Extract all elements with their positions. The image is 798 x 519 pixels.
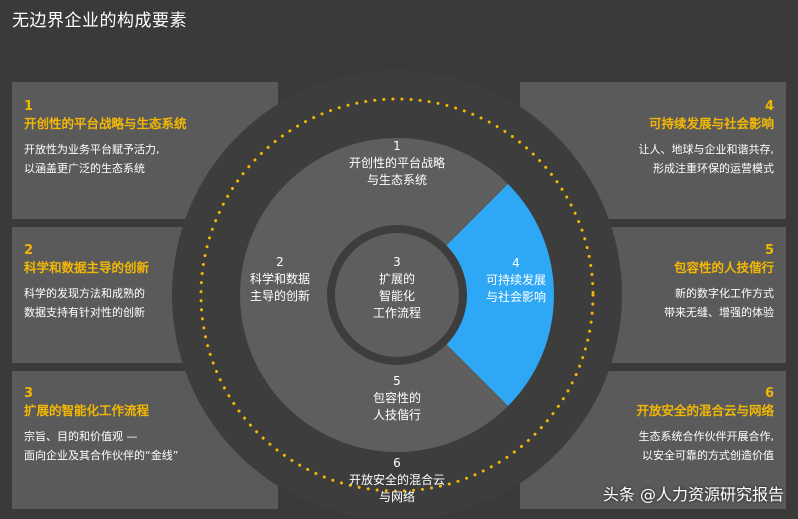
panel-4: 4 可持续发展与社会影响 让人、地球与企业和谐共存, 形成注重环保的运营模式 bbox=[544, 99, 775, 178]
panel-description: 让人、地球与企业和谐共存, 形成注重环保的运营模式 bbox=[638, 143, 775, 175]
segment-2 bbox=[240, 184, 348, 406]
panel-number: 4 bbox=[764, 99, 774, 114]
panel-title: 科学和数据主导的创新 bbox=[24, 260, 150, 275]
panel-number: 3 bbox=[24, 386, 34, 401]
segment-5 bbox=[286, 344, 508, 452]
segment-4-label: 4 可持续发展 与社会影响 bbox=[485, 256, 546, 304]
panel-description: 生态系统合作伙伴开展合作, 以安全可靠的方式创造价值 bbox=[638, 430, 775, 462]
segment-2-label: 2 科学和数据 主导的创新 bbox=[249, 255, 310, 303]
page-title: 无边界企业的构成要素 bbox=[12, 11, 187, 31]
panel-number: 5 bbox=[764, 243, 774, 258]
panel-6: 6 开放安全的混合云与网络 生态系统合作伙伴开展合作, 以安全可靠的方式创造价值 bbox=[544, 386, 774, 465]
panel-3: 3 扩展的智能化工作流程 宗旨、目的和价值观 — 面向企业及其合作伙伴的“金线” bbox=[24, 386, 254, 465]
panel-title: 开创性的平台战略与生态系统 bbox=[24, 116, 187, 131]
panel-title: 包容性的人技偕行 bbox=[673, 260, 774, 275]
segment-1-label: 1 开创性的平台战略 与生态系统 bbox=[348, 139, 445, 187]
segment-5-label: 5 包容性的 人技偕行 bbox=[372, 374, 421, 422]
wheel-dotted-ring bbox=[199, 97, 595, 493]
panel-title: 扩展的智能化工作流程 bbox=[24, 403, 150, 418]
panel-number: 1 bbox=[24, 99, 34, 114]
segment-1 bbox=[286, 138, 508, 246]
panel-description: 开放性为业务平台赋予活力, 以涵盖更广泛的生态系统 bbox=[24, 143, 160, 175]
panel-2: 2 科学和数据主导的创新 科学的发现方法和成熟的 数据支持有针对性的创新 bbox=[24, 243, 254, 322]
panel-title: 可持续发展与社会影响 bbox=[648, 116, 774, 131]
panel-number: 2 bbox=[24, 243, 34, 258]
segment-3 bbox=[335, 233, 459, 357]
segment-4 bbox=[446, 184, 554, 406]
segment-6-label: 6 开放安全的混合云 与网络 bbox=[348, 456, 445, 504]
panel-description: 宗旨、目的和价值观 — 面向企业及其合作伙伴的“金线” bbox=[24, 430, 179, 462]
segment-3-label: 3 扩展的 智能化 工作流程 bbox=[372, 255, 421, 320]
panel-1: 1 开创性的平台战略与生态系统 开放性为业务平台赋予活力, 以涵盖更广泛的生态系… bbox=[24, 99, 254, 178]
panel-description: 新的数字化工作方式 带来无缝、增强的体验 bbox=[664, 287, 774, 319]
panel-number: 6 bbox=[764, 386, 774, 401]
panel-title: 开放安全的混合云与网络 bbox=[636, 403, 774, 418]
wheel-segments bbox=[240, 138, 554, 452]
panel-5: 5 包容性的人技偕行 新的数字化工作方式 带来无缝、增强的体验 bbox=[544, 243, 774, 322]
panel-description: 科学的发现方法和成熟的 数据支持有针对性的创新 bbox=[24, 287, 145, 319]
watermark: 头条 @人力资源研究报告 bbox=[602, 485, 784, 504]
